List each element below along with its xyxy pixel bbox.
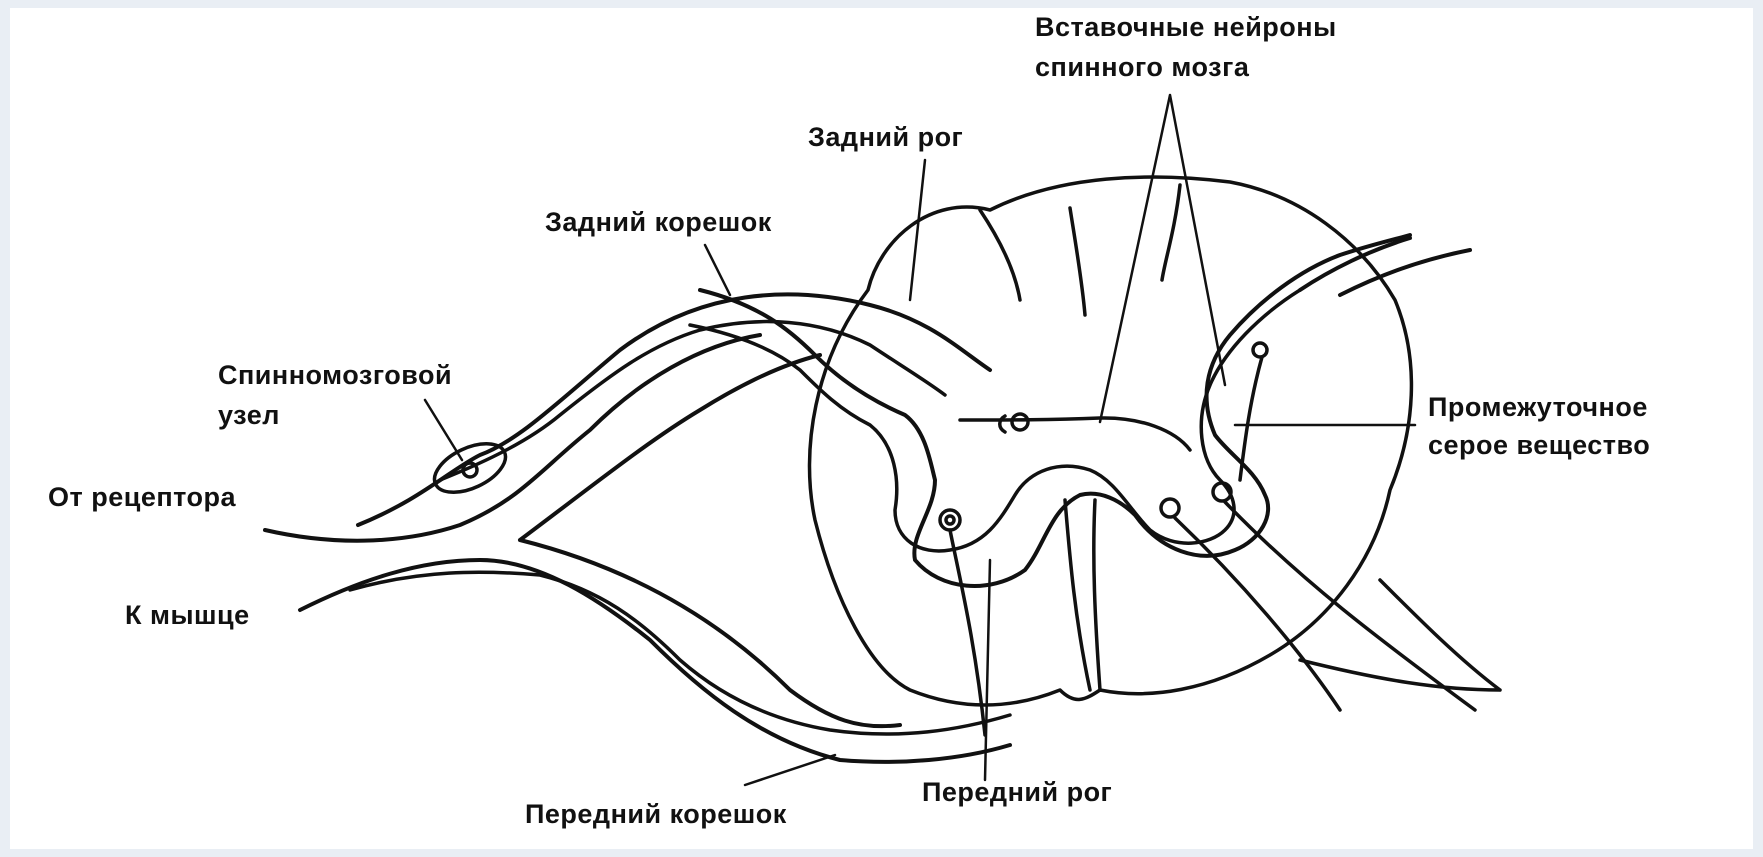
spinal-cord-outline bbox=[809, 177, 1411, 705]
leader-ventral-horn bbox=[985, 560, 990, 780]
leader-ganglion bbox=[425, 400, 462, 460]
label-ventral-horn: Передний рог bbox=[922, 775, 1112, 809]
mixed-nerve-loop bbox=[520, 355, 900, 726]
leader-interneurons bbox=[1100, 95, 1225, 422]
interneuron-axon bbox=[1175, 518, 1340, 710]
label-interneurons-line1: Вставочные нейроны bbox=[1035, 10, 1337, 44]
label-dorsal-horn: Задний рог bbox=[808, 120, 963, 154]
ventral-fissure bbox=[1065, 500, 1100, 690]
label-dorsal-root: Задний корешок bbox=[545, 205, 772, 239]
dorsal-septum bbox=[1070, 208, 1085, 315]
label-spinal-ganglion-line2: узел bbox=[218, 398, 280, 432]
leader-dorsal-horn bbox=[910, 160, 925, 300]
leader-ventral-root bbox=[745, 755, 835, 785]
interneuron-cell bbox=[1253, 343, 1267, 357]
label-ventral-root: Передний корешок bbox=[525, 797, 787, 831]
dorsal-column-line bbox=[1162, 185, 1180, 280]
label-from-receptor: От рецептора bbox=[48, 480, 236, 514]
label-spinal-ganglion-line1: Спинномозговой bbox=[218, 358, 452, 392]
leader-dorsal-root bbox=[705, 245, 730, 295]
interneuron-axon bbox=[1240, 357, 1262, 480]
label-interneurons-line2: спинного мозга bbox=[1035, 50, 1249, 84]
gray-commissure bbox=[960, 418, 1190, 450]
interneuron-cell bbox=[1161, 499, 1179, 517]
ventral-root bbox=[350, 572, 1010, 734]
motor-neuron-nucleus bbox=[946, 516, 954, 524]
label-to-muscle: К мышце bbox=[125, 598, 250, 632]
interneuron-cell bbox=[1012, 414, 1028, 430]
interneuron-synapse bbox=[1000, 416, 1005, 432]
label-intermediate-gray-line1: Промежуточное bbox=[1428, 390, 1648, 424]
dorsal-column-line bbox=[980, 210, 1020, 300]
label-intermediate-gray-line2: серое вещество bbox=[1428, 428, 1650, 462]
interneuron-axon bbox=[1225, 502, 1475, 710]
motor-neuron-cell bbox=[940, 510, 960, 530]
dorsal-root-bottom bbox=[440, 322, 945, 480]
